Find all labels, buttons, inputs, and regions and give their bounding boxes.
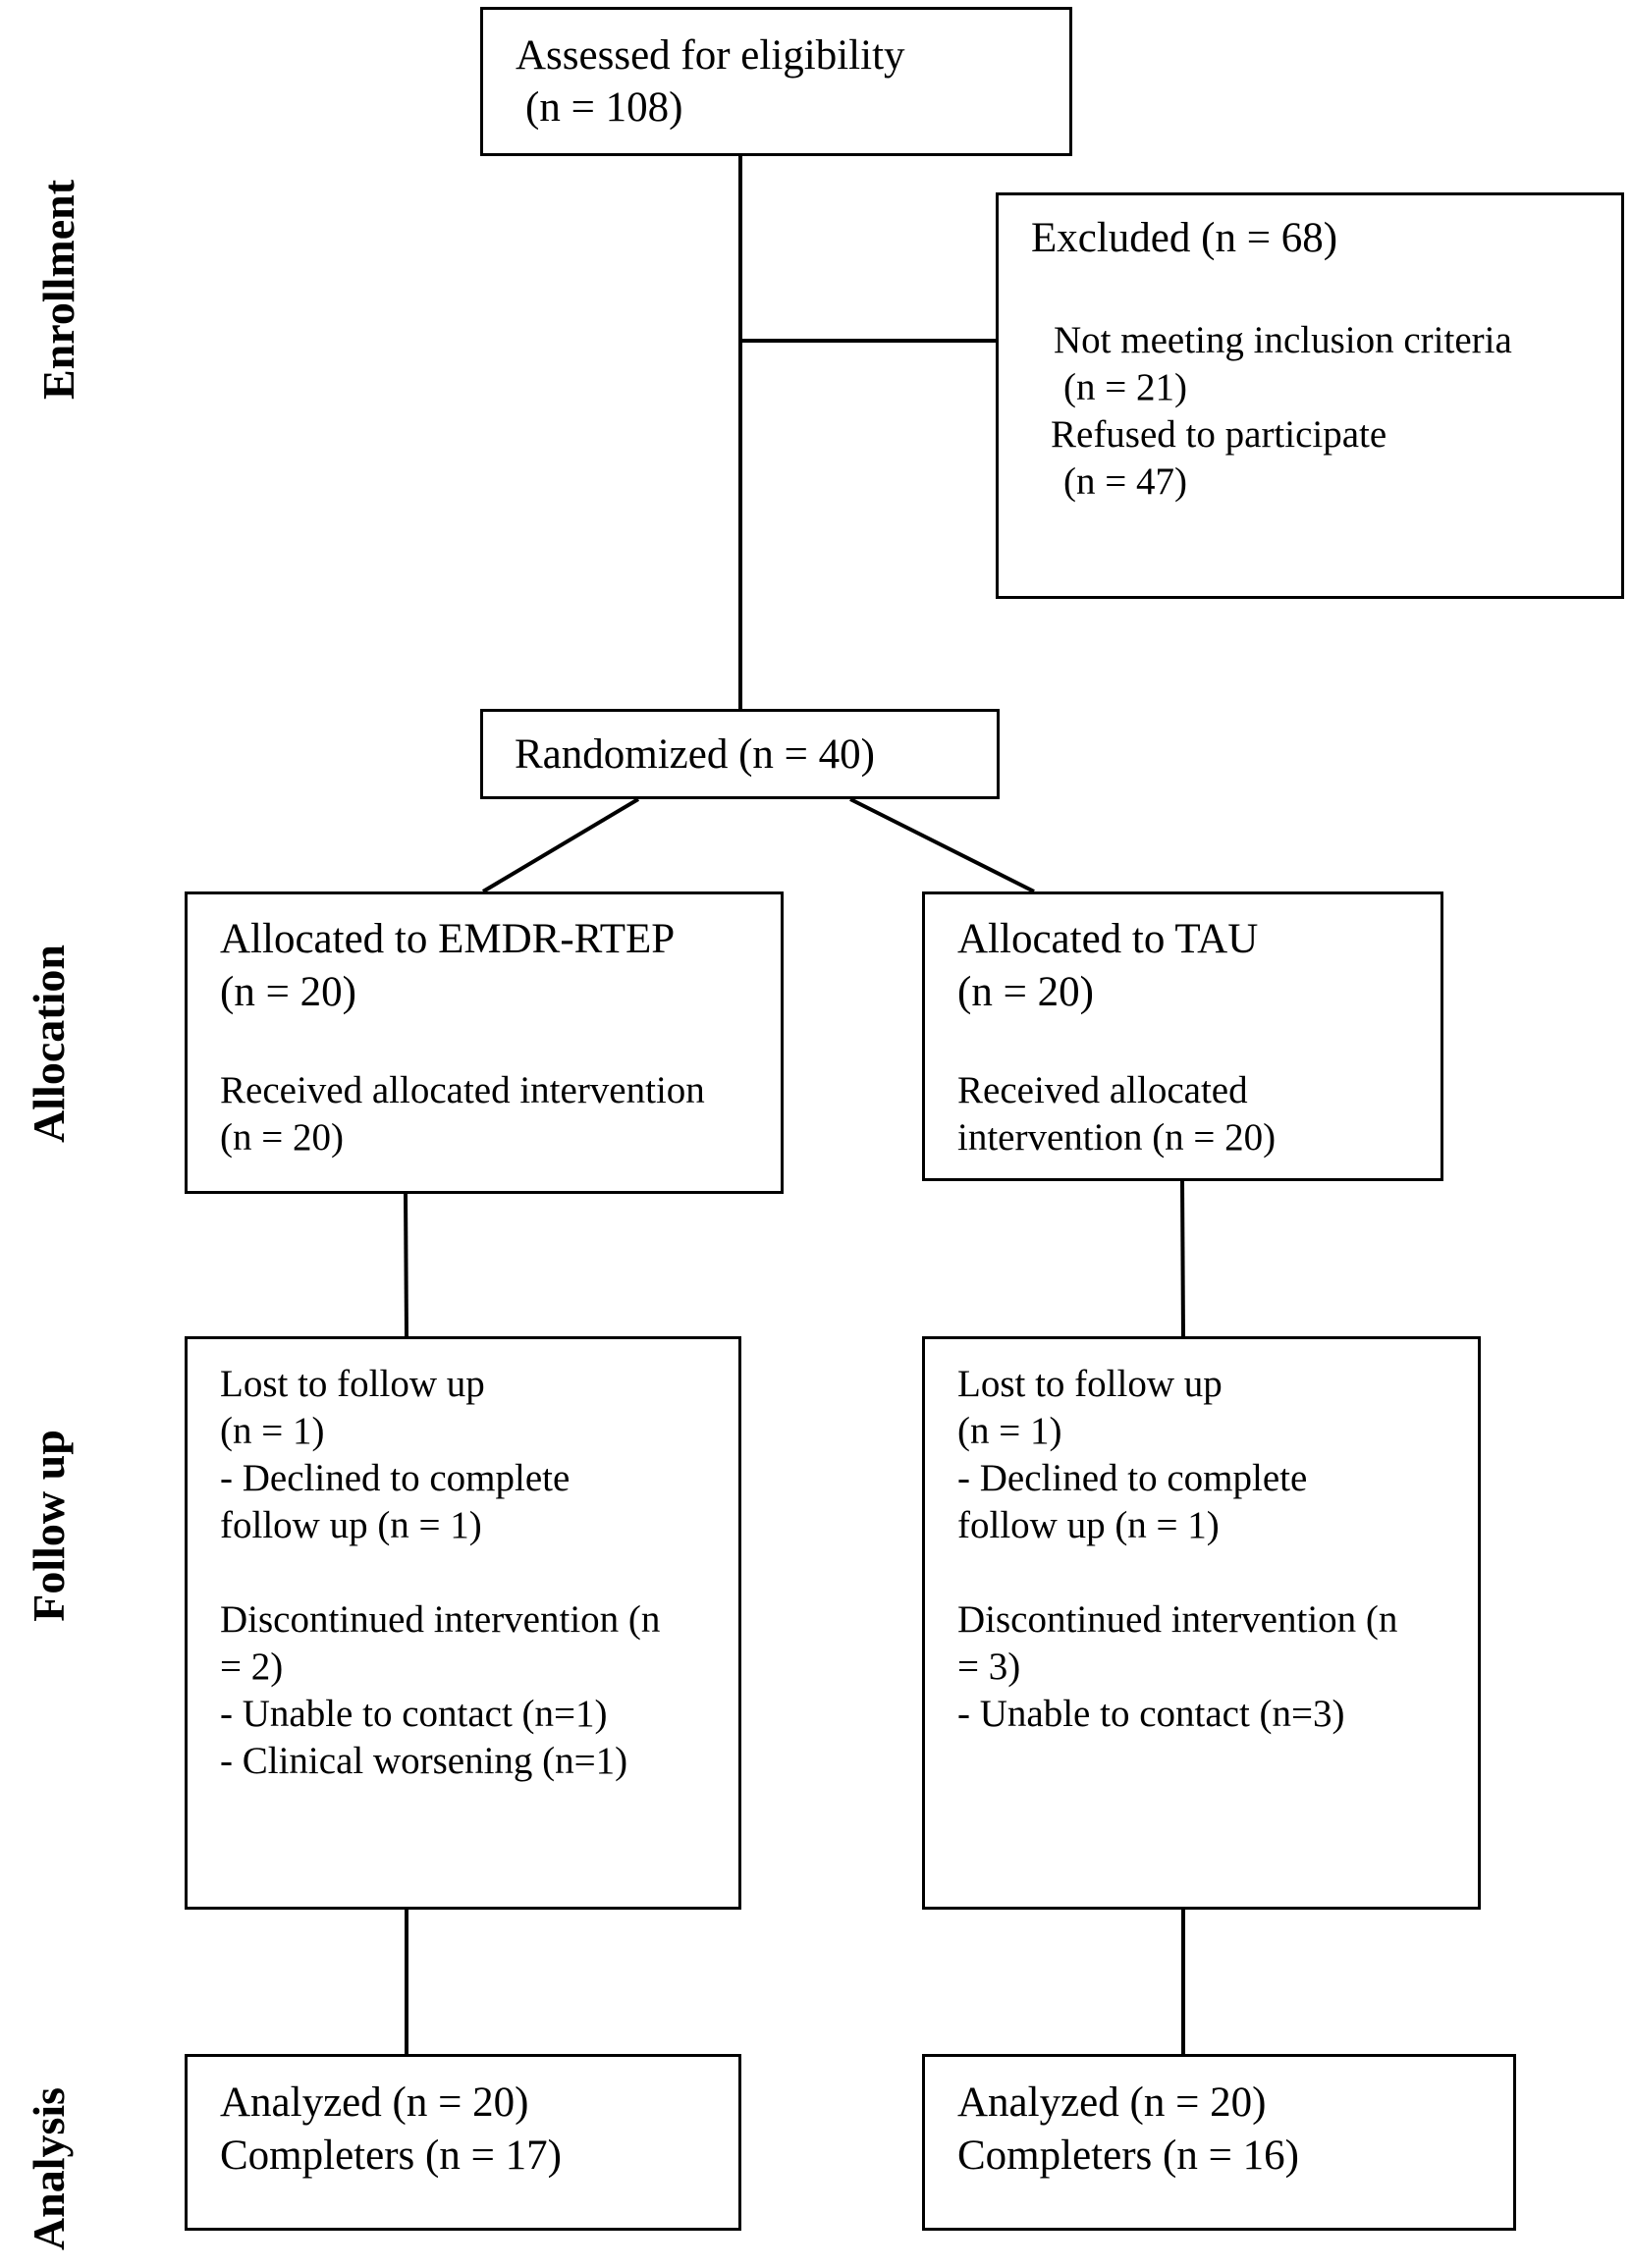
phase-label-enrollment: Enrollment [33, 179, 83, 401]
allocation-tau-received: Received allocated [957, 1069, 1248, 1111]
followup-tau-lost: Lost to follow up [957, 1363, 1223, 1405]
followup-emdr-lost: Lost to follow up [220, 1363, 485, 1405]
analysis-tau-box: Analyzed (n = 20) Completers (n = 16) [922, 2054, 1516, 2231]
analysis-emdr-box: Analyzed (n = 20) Completers (n = 17) [185, 2054, 741, 2231]
followup-emdr-discontinued-count: = 2) [220, 1646, 284, 1688]
excluded-reason-criteria: Not meeting inclusion criteria [1054, 319, 1512, 361]
connector-emdr-followup [404, 1192, 408, 1337]
allocation-emdr-box: Allocated to EMDR-RTEP (n = 20) Received… [185, 891, 784, 1194]
connector-randomized-tau [849, 797, 1035, 893]
excluded-criteria-count: (n = 21) [1063, 366, 1187, 408]
randomized-box: Randomized (n = 40) [480, 709, 1000, 799]
analysis-tau-analyzed: Analyzed (n = 20) [957, 2079, 1267, 2126]
allocation-emdr-title: Allocated to EMDR-RTEP [220, 916, 676, 962]
followup-emdr-discontinued: Discontinued intervention (n [220, 1598, 661, 1641]
followup-tau-declined: - Declined to complete [957, 1457, 1308, 1499]
phase-label-allocation: Allocation [24, 945, 74, 1143]
followup-tau-unable: - Unable to contact (n=3) [957, 1693, 1345, 1735]
allocation-tau-received-count: intervention (n = 20) [957, 1116, 1277, 1159]
connector-randomized-emdr [481, 797, 640, 893]
analysis-emdr-analyzed: Analyzed (n = 20) [220, 2079, 529, 2126]
allocation-tau-box: Allocated to TAU (n = 20) Received alloc… [922, 891, 1443, 1181]
allocation-tau-title: Allocated to TAU [957, 916, 1259, 962]
phase-label-follow-up: Follow up [24, 1430, 74, 1622]
followup-tau-declined-count: follow up (n = 1) [957, 1504, 1220, 1546]
allocation-emdr-count: (n = 20) [220, 969, 356, 1015]
followup-tau-discontinued: Discontinued intervention (n [957, 1598, 1398, 1641]
followup-emdr-declined-count: follow up (n = 1) [220, 1504, 482, 1546]
followup-emdr-unable: - Unable to contact (n=1) [220, 1693, 608, 1735]
followup-emdr-box: Lost to follow up (n = 1) - Declined to … [185, 1336, 741, 1910]
followup-emdr-worsening: - Clinical worsening (n=1) [220, 1740, 628, 1782]
allocation-tau-count: (n = 20) [957, 969, 1094, 1015]
assessed-box: Assessed for eligibility (n = 108) [480, 7, 1072, 156]
followup-emdr-lost-count: (n = 1) [220, 1410, 325, 1452]
assessed-count: (n = 108) [525, 84, 683, 131]
assessed-title: Assessed for eligibility [516, 32, 905, 79]
analysis-emdr-completers: Completers (n = 17) [220, 2133, 562, 2179]
excluded-box: Excluded (n = 68) Not meeting inclusion … [996, 192, 1624, 599]
followup-tau-lost-count: (n = 1) [957, 1410, 1062, 1452]
followup-tau-discontinued-count: = 3) [957, 1646, 1021, 1688]
excluded-reason-refused: Refused to participate [1051, 413, 1387, 456]
followup-tau-box: Lost to follow up (n = 1) - Declined to … [922, 1336, 1481, 1910]
connector-tau-followup [1180, 1179, 1185, 1337]
phase-label-analysis: Analysis [24, 2086, 74, 2251]
followup-emdr-declined: - Declined to complete [220, 1457, 571, 1499]
analysis-tau-completers: Completers (n = 16) [957, 2133, 1299, 2179]
allocation-emdr-received-count: (n = 20) [220, 1116, 344, 1159]
excluded-title: Excluded (n = 68) [1031, 215, 1338, 261]
randomized-label: Randomized (n = 40) [515, 731, 875, 778]
excluded-refused-count: (n = 47) [1063, 460, 1187, 503]
allocation-emdr-received: Received allocated intervention [220, 1069, 705, 1111]
